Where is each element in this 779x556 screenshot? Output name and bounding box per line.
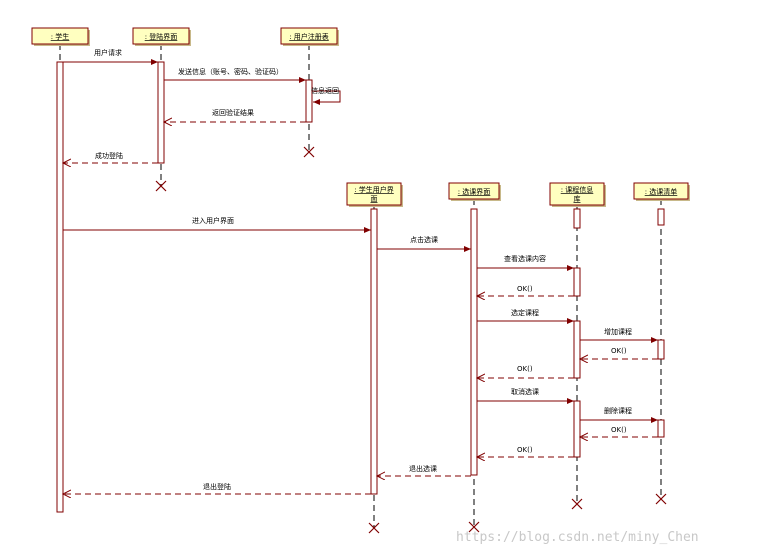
object-course_list: : 选课清单: [633, 182, 690, 201]
object-label: 库: [574, 194, 581, 203]
message-label: 退出选课: [409, 464, 437, 473]
message-label: 点击选课: [410, 235, 438, 244]
object-label: : 选课清单: [645, 187, 678, 196]
activation-bar: [470, 208, 478, 476]
destroy-mark-course_list: [655, 493, 667, 505]
message-label: OK(): [517, 285, 533, 293]
object-label: : 登陆界面: [145, 32, 178, 41]
activation-bar: [157, 61, 165, 164]
message-label: 用户请求: [94, 48, 122, 57]
object-label: : 学生用户界: [354, 185, 394, 194]
activation-bar: [573, 208, 581, 229]
activation-bar: [657, 419, 665, 438]
destroy-mark-registry: [303, 146, 315, 158]
object-student: : 学生: [31, 27, 90, 46]
message-label: 返回验证结果: [212, 108, 254, 117]
message-label: 查看选课内容: [504, 254, 546, 263]
activation-bar: [657, 339, 665, 360]
destroy-mark-login: [155, 180, 167, 192]
watermark-text: https://blog.csdn.net/miny_Chen: [456, 530, 699, 545]
message-label: OK(): [517, 446, 533, 454]
object-label: 面: [371, 195, 378, 203]
message-label: 信息返回: [311, 86, 339, 95]
object-label: : 学生: [51, 32, 70, 41]
object-label: : 选课界面: [458, 187, 491, 196]
object-select_ui: : 选课界面: [448, 182, 501, 201]
activation-bar: [370, 208, 378, 495]
destroy-mark-course_db: [571, 498, 583, 510]
message-label: 进入用户界面: [192, 216, 234, 225]
message-label: 取消选课: [511, 387, 539, 396]
activation-bar: [573, 320, 581, 379]
self-message-arrow: [312, 90, 341, 105]
destroy-mark-home: [368, 522, 380, 534]
destroy-mark-select_ui: [468, 521, 480, 533]
message-label: 发送信息（账号、密码、验证码）: [178, 67, 283, 76]
object-label: : 课程信息: [561, 185, 594, 194]
message-label: 删除课程: [604, 406, 632, 415]
activation-bar: [56, 61, 64, 513]
message-label: 选定课程: [511, 308, 539, 317]
message-label: OK(): [517, 365, 533, 373]
message-label: 退出登陆: [203, 482, 231, 491]
object-login: : 登陆界面: [132, 27, 191, 46]
message-label: OK(): [611, 426, 627, 434]
message-label: 增加课程: [604, 327, 632, 336]
message-label: OK(): [611, 347, 627, 355]
activation-bar: [305, 79, 313, 123]
activation-bar: [573, 400, 581, 458]
message-label: 成功登陆: [95, 151, 123, 160]
object-registry: : 用户注册表: [280, 27, 339, 46]
object-label: : 用户注册表: [289, 32, 329, 41]
activation-bar: [657, 208, 665, 226]
activation-bar: [573, 267, 581, 297]
